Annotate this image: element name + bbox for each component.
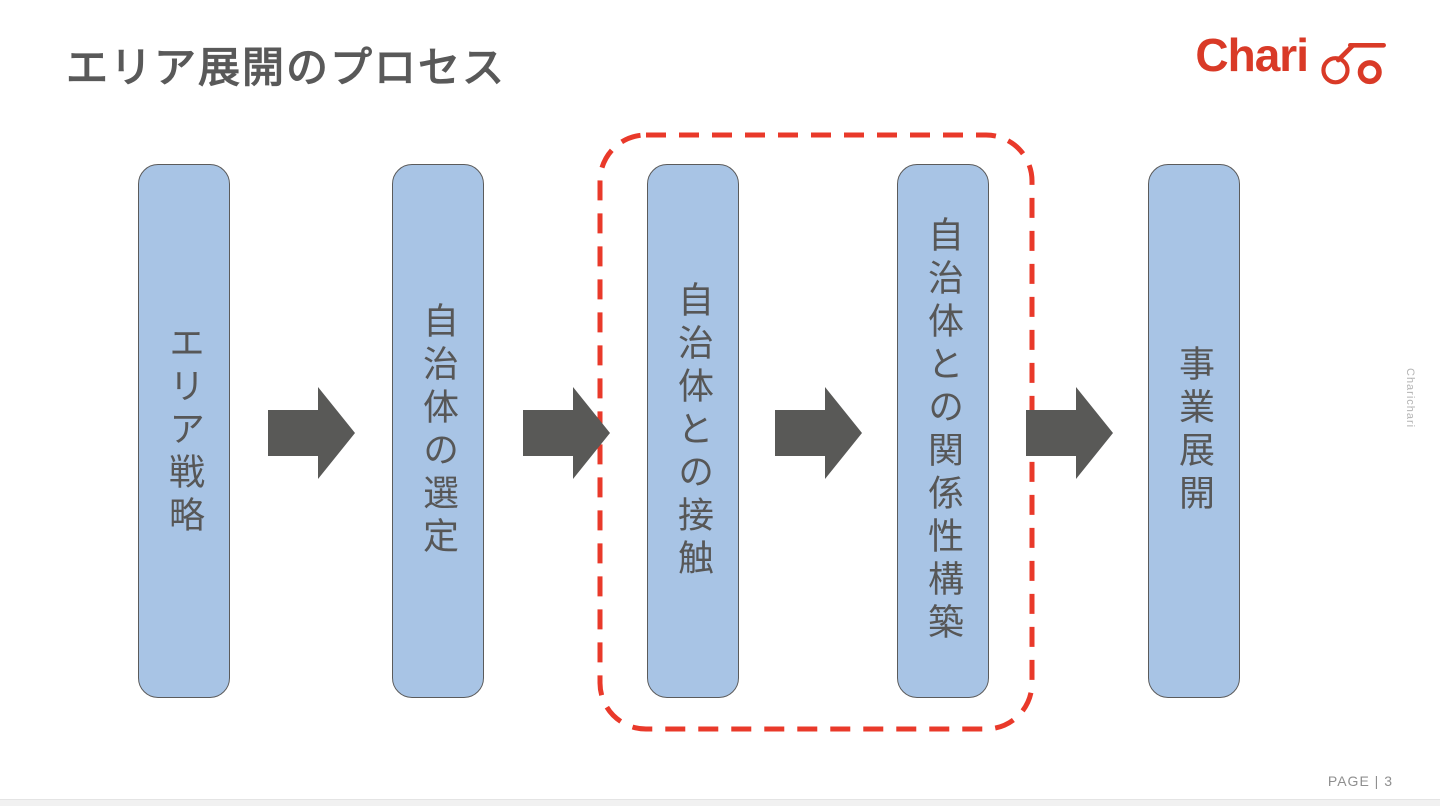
logo-wordmark: Chari — [1195, 29, 1309, 81]
step-label: エリア戦略 — [164, 323, 205, 539]
bottom-edge-strip — [0, 799, 1440, 806]
flow-arrow-icon — [268, 387, 355, 479]
step-label: 自治体との関係性構築 — [923, 216, 964, 646]
process-step-area-strategy: エリア戦略 — [138, 164, 230, 698]
process-step-business-deployment: 事業展開 — [1148, 164, 1240, 698]
process-step-relationship-building: 自治体との関係性構築 — [897, 164, 989, 698]
flow-arrow-icon — [1026, 387, 1113, 479]
watermark-vertical: Charichari — [1404, 368, 1416, 429]
step-label: 自治体との接触 — [673, 280, 714, 582]
chari-logo: Chari — [1195, 30, 1390, 91]
flow-arrow-icon — [523, 387, 610, 479]
page-number: PAGE | 3 — [1327, 773, 1393, 789]
process-step-municipality-selection: 自治体の選定 — [392, 164, 484, 698]
flow-arrow-icon — [775, 387, 862, 479]
step-label: 自治体の選定 — [418, 302, 459, 560]
bicycle-icon — [1318, 36, 1390, 91]
process-step-municipality-contact: 自治体との接触 — [647, 164, 739, 698]
slide-title: エリア展開のプロセス — [66, 44, 507, 91]
step-label: 事業展開 — [1174, 345, 1215, 517]
